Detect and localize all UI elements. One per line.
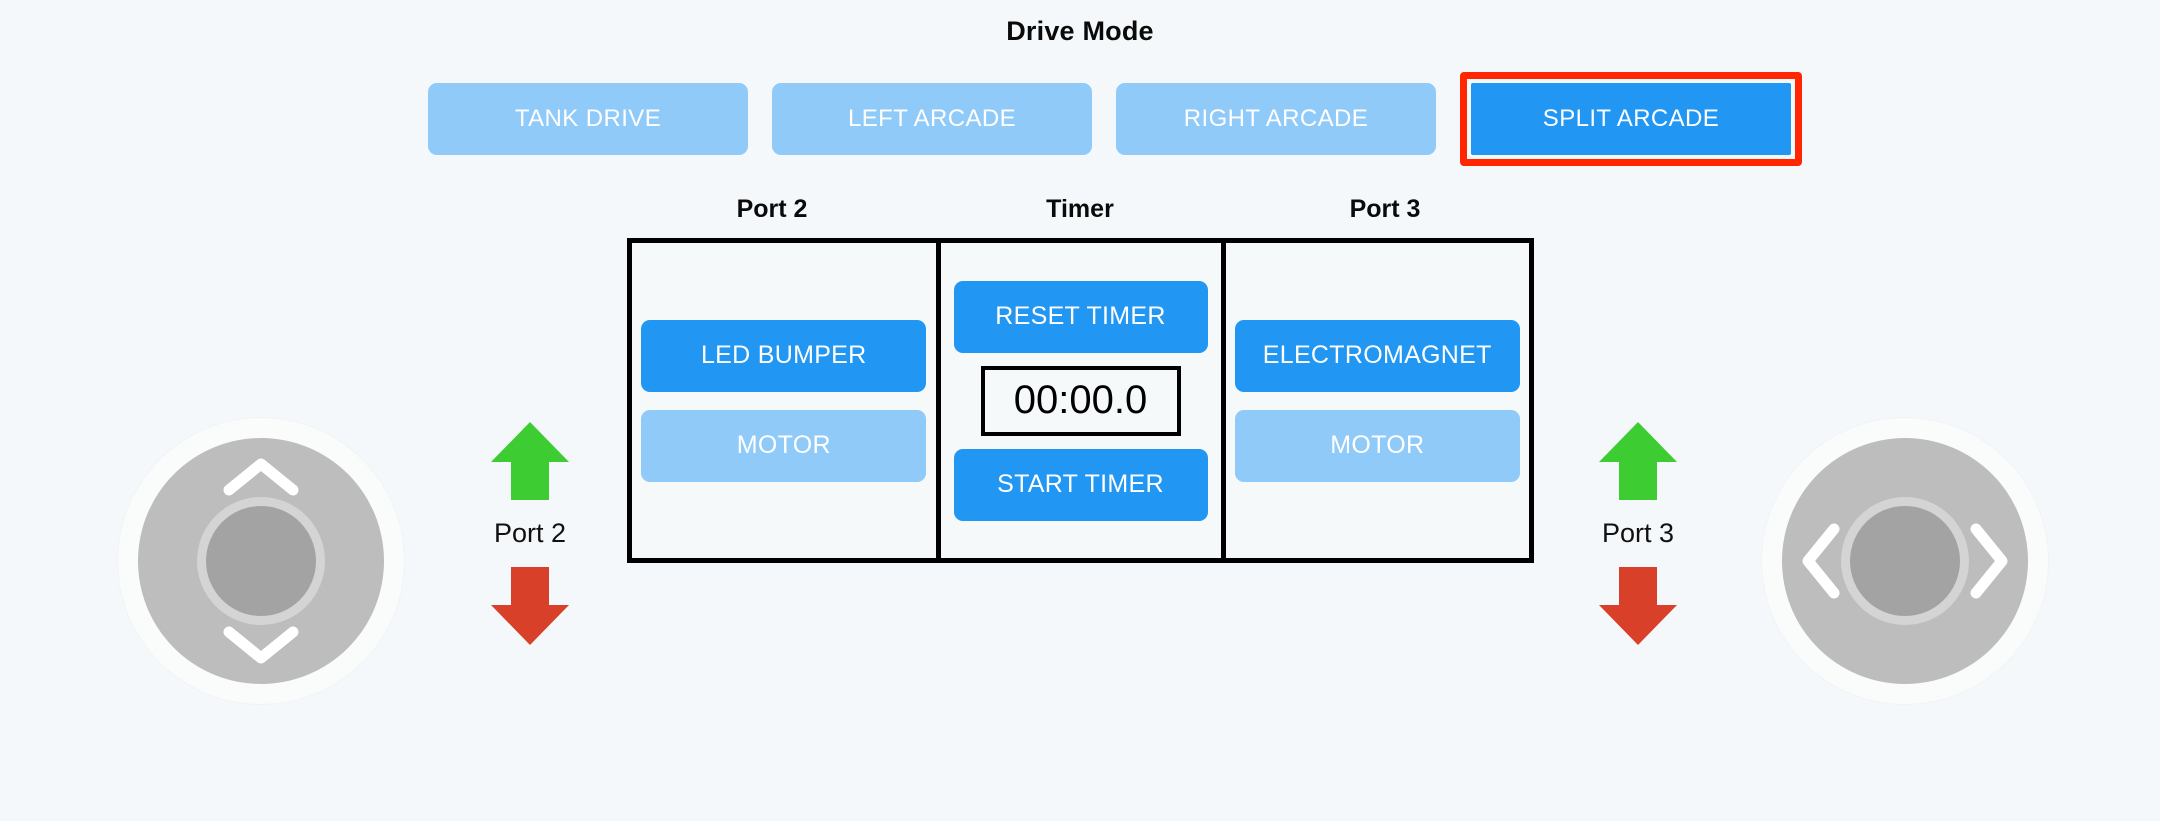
port2-column: LED BUMPER MOTOR bbox=[632, 243, 936, 558]
right-joystick[interactable] bbox=[1762, 418, 2048, 704]
column-caption-port2: Port 2 bbox=[736, 195, 808, 223]
page-title: Drive Mode bbox=[1006, 16, 1154, 46]
drive-mode-selection-highlight: SPLIT ARCADE bbox=[1460, 72, 1802, 166]
timer-column: RESET TIMER 00:00.0 START TIMER bbox=[935, 243, 1226, 558]
drive-mode-button-split-arcade[interactable]: SPLIT ARCADE bbox=[1471, 83, 1791, 155]
left-joystick-base[interactable] bbox=[138, 438, 384, 684]
port2-motor-button[interactable]: MOTOR bbox=[641, 409, 927, 482]
timer-display: 00:00.0 bbox=[980, 365, 1181, 436]
arrow-up-icon bbox=[1599, 422, 1677, 500]
port3-indicator-label: Port 3 bbox=[1601, 518, 1675, 548]
start-timer-button[interactable]: START TIMER bbox=[953, 448, 1208, 521]
drive-mode-button-row: TANK DRIVE LEFT ARCADE RIGHT ARCADE SPLI… bbox=[428, 72, 1802, 166]
right-joystick-base[interactable] bbox=[1782, 438, 2028, 684]
arrow-down-icon bbox=[491, 567, 569, 645]
chevron-down-icon bbox=[223, 626, 299, 664]
port3-motor-button[interactable]: MOTOR bbox=[1234, 409, 1520, 482]
left-joystick-knob[interactable] bbox=[206, 506, 316, 616]
reset-timer-button[interactable]: RESET TIMER bbox=[953, 280, 1208, 353]
port3-electromagnet-button[interactable]: ELECTROMAGNET bbox=[1234, 319, 1520, 392]
control-panel: LED BUMPER MOTOR RESET TIMER 00:00.0 STA… bbox=[627, 238, 1534, 563]
arrow-down-icon bbox=[1599, 567, 1677, 645]
port2-indicator-label: Port 2 bbox=[493, 518, 567, 548]
left-joystick[interactable] bbox=[118, 418, 404, 704]
port2-direction-indicator: Port 2 bbox=[470, 418, 590, 649]
left-joystick-ring bbox=[197, 497, 325, 625]
arrow-up-icon bbox=[491, 422, 569, 500]
column-caption-port3: Port 3 bbox=[1349, 195, 1421, 223]
chevron-right-icon bbox=[1970, 523, 2008, 599]
drive-mode-option-left-arcade-wrap: LEFT ARCADE bbox=[772, 83, 1092, 155]
chevron-up-icon bbox=[223, 458, 299, 496]
drive-mode-option-tank-drive-wrap: TANK DRIVE bbox=[428, 83, 748, 155]
drive-mode-button-left-arcade[interactable]: LEFT ARCADE bbox=[772, 83, 1092, 155]
right-joystick-knob[interactable] bbox=[1850, 506, 1960, 616]
right-joystick-ring bbox=[1841, 497, 1969, 625]
drive-mode-button-tank-drive[interactable]: TANK DRIVE bbox=[428, 83, 748, 155]
port3-column: ELECTROMAGNET MOTOR bbox=[1226, 243, 1530, 558]
port3-direction-indicator: Port 3 bbox=[1578, 418, 1698, 649]
column-caption-timer: Timer bbox=[1046, 195, 1114, 223]
port2-led-bumper-button[interactable]: LED BUMPER bbox=[641, 319, 927, 392]
drive-mode-button-right-arcade[interactable]: RIGHT ARCADE bbox=[1116, 83, 1436, 155]
chevron-left-icon bbox=[1802, 523, 1840, 599]
drive-mode-option-right-arcade-wrap: RIGHT ARCADE bbox=[1116, 83, 1436, 155]
